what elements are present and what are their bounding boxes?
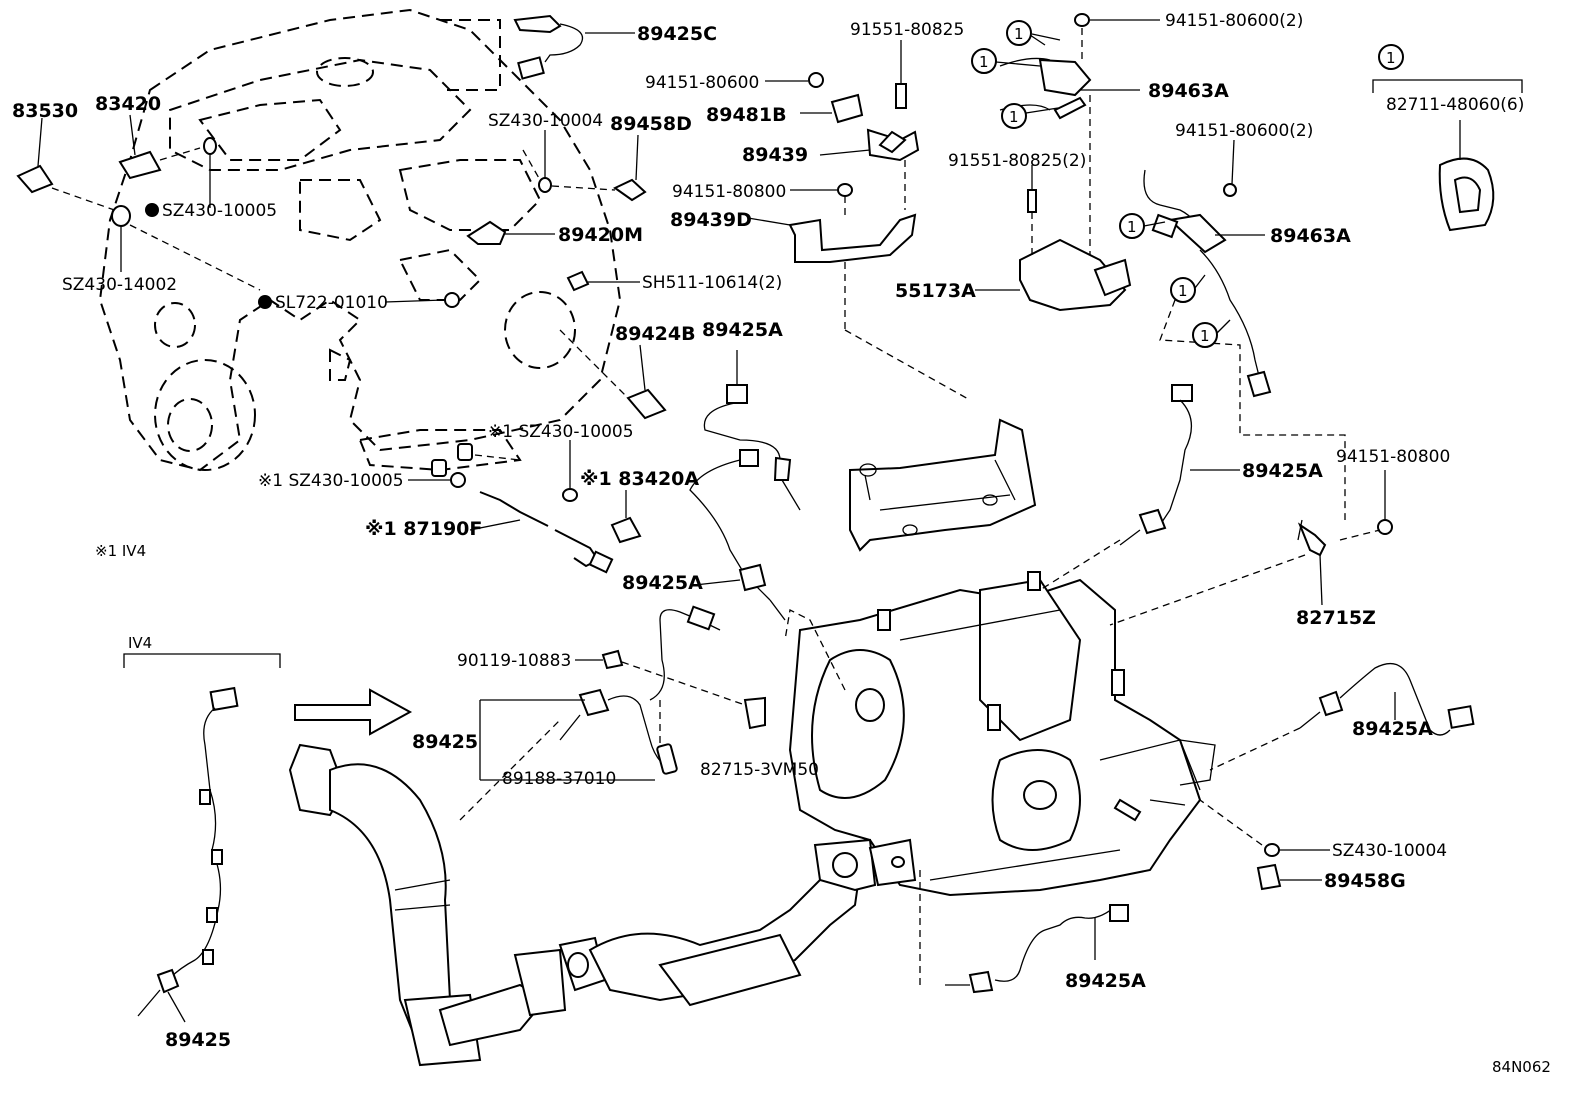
circle-marker-3: 1 [1009,108,1019,126]
label-sz430-10004-b: SZ430-10004 [1332,841,1447,861]
circle-marker-7: 1 [1386,49,1396,67]
sensor-89425A-center-top [689,350,801,621]
label-94151-80800-a: 94151-80800 [672,182,786,202]
circle-marker-6: 1 [1200,327,1210,345]
sensor-89425C [513,14,635,80]
label-89424B: 89424B [615,323,696,345]
label-89463A-a: 89463A [1148,80,1229,102]
sensor-87190F [469,491,614,574]
label-83530: 83530 [12,100,78,122]
label-82715-3VM50: 82715-3VM50 [700,760,819,780]
sensor-89425A-bottom [919,870,1129,994]
label-89458G: 89458G [1324,870,1406,892]
label-55173A: 55173A [895,280,976,302]
label-sz430-10004-a: SZ430-10004 [488,111,603,131]
sensor-89458D [522,130,647,202]
label-94151-80600-b: 94151-80600(2) [1165,11,1303,31]
engine-block-outline [98,8,622,472]
ref-circle-markers: 1 1 1 1 1 1 1 [971,20,1404,348]
iv4-direction-arrow [294,688,413,736]
circle-marker-5: 1 [1178,282,1188,300]
label-sz430-10005-c: ※1 SZ430-10005 [258,471,404,491]
label-82715Z: 82715Z [1296,607,1376,629]
bracket-89439D [747,160,971,401]
bracket-55173A [975,165,1132,312]
label-89458D: 89458D [610,113,692,135]
label-82711-48060: 82711-48060(6) [1386,95,1524,115]
circle-marker-1: 1 [1014,25,1024,43]
label-89463A-b: 89463A [1270,225,1351,247]
label-89188-37010: 89188-37010 [502,769,616,789]
sensor-89463A-top [999,13,1160,270]
label-83420A: ※1 83420A [580,468,699,490]
label-89425A-a: 89425A [702,319,783,341]
label-91551-80825: 91551-80825 [850,20,964,40]
label-94151-80800-b: 94151-80800 [1336,447,1450,467]
label-89439D: 89439D [670,209,752,231]
label-94151-80600-c: 94151-80600(2) [1175,121,1313,141]
clamp-82711-48060 [1372,79,1523,232]
label-sz430-10005-b: ※1 SZ430-10005 [488,422,634,442]
label-83420: 83420 [95,93,161,115]
label-89425A-e: 89425A [1065,970,1146,992]
gaskets-iv4 [408,440,578,502]
diagram-id: 84N062 [1492,1058,1551,1076]
sensor-89458G [1199,799,1330,891]
guide-line-center [784,609,846,691]
exhaust-pipes [288,743,917,1067]
label-89425-iv4: 89425 [165,1029,231,1051]
iv4-sensor-89425 [123,653,281,1023]
label-iv4-note: ※1 IV4 [95,542,146,560]
label-89481B: 89481B [706,104,787,126]
sensor-89425A-right-upper [1039,384,1240,591]
catalytic-converter-assembly [788,571,1216,897]
bracket-82715Z [1109,470,1393,626]
bracket-89481B [765,72,864,124]
label-sh511-10614: SH511-10614(2) [642,273,782,293]
label-iv4: IV4 [128,634,152,652]
sensor-89425A-right-lower [1209,662,1475,771]
label-87190F: ※1 87190F [365,518,482,540]
switch-83530 [16,117,121,213]
gasket-sz430-10005-a [145,137,217,217]
bolt-sh511-10614 [566,270,640,292]
label-91551-80825-2: 91551-80825(2) [948,151,1086,171]
label-89425: 89425 [412,731,478,753]
bracket-89439 [819,40,920,162]
sensor-89425-center [459,605,766,821]
label-89420M: 89420M [558,224,643,246]
label-89425A-c: 89425A [622,572,703,594]
label-89439: 89439 [742,144,808,166]
sensor-89424B [559,329,667,420]
label-89425C: 89425C [637,23,717,45]
label-sz430-10005-a: SZ430-10005 [162,201,277,221]
sensor-89420M [466,220,555,245]
heat-shield [849,418,1037,552]
sensor-89463A-right [1143,139,1346,520]
label-90119-10883: 90119-10883 [457,651,571,671]
part-labels: 89425C 83530 83420 SZ430-10005 SZ430-140… [12,11,1551,1076]
label-89425A-b: 89425A [1242,460,1323,482]
circle-marker-2: 1 [979,53,989,71]
label-89425A-d: 89425A [1352,718,1433,740]
label-sl722-01010: SL722-01010 [275,293,388,313]
circle-marker-4: 1 [1127,218,1137,236]
label-94151-80600-a: 94151-80600 [645,73,759,93]
sensor-83420A [610,490,642,544]
sensor-83420 [118,114,201,180]
label-sz430-14002: SZ430-14002 [62,275,177,295]
gasket-sz430-14002 [111,205,261,291]
gasket-sl722-01010 [258,292,460,309]
